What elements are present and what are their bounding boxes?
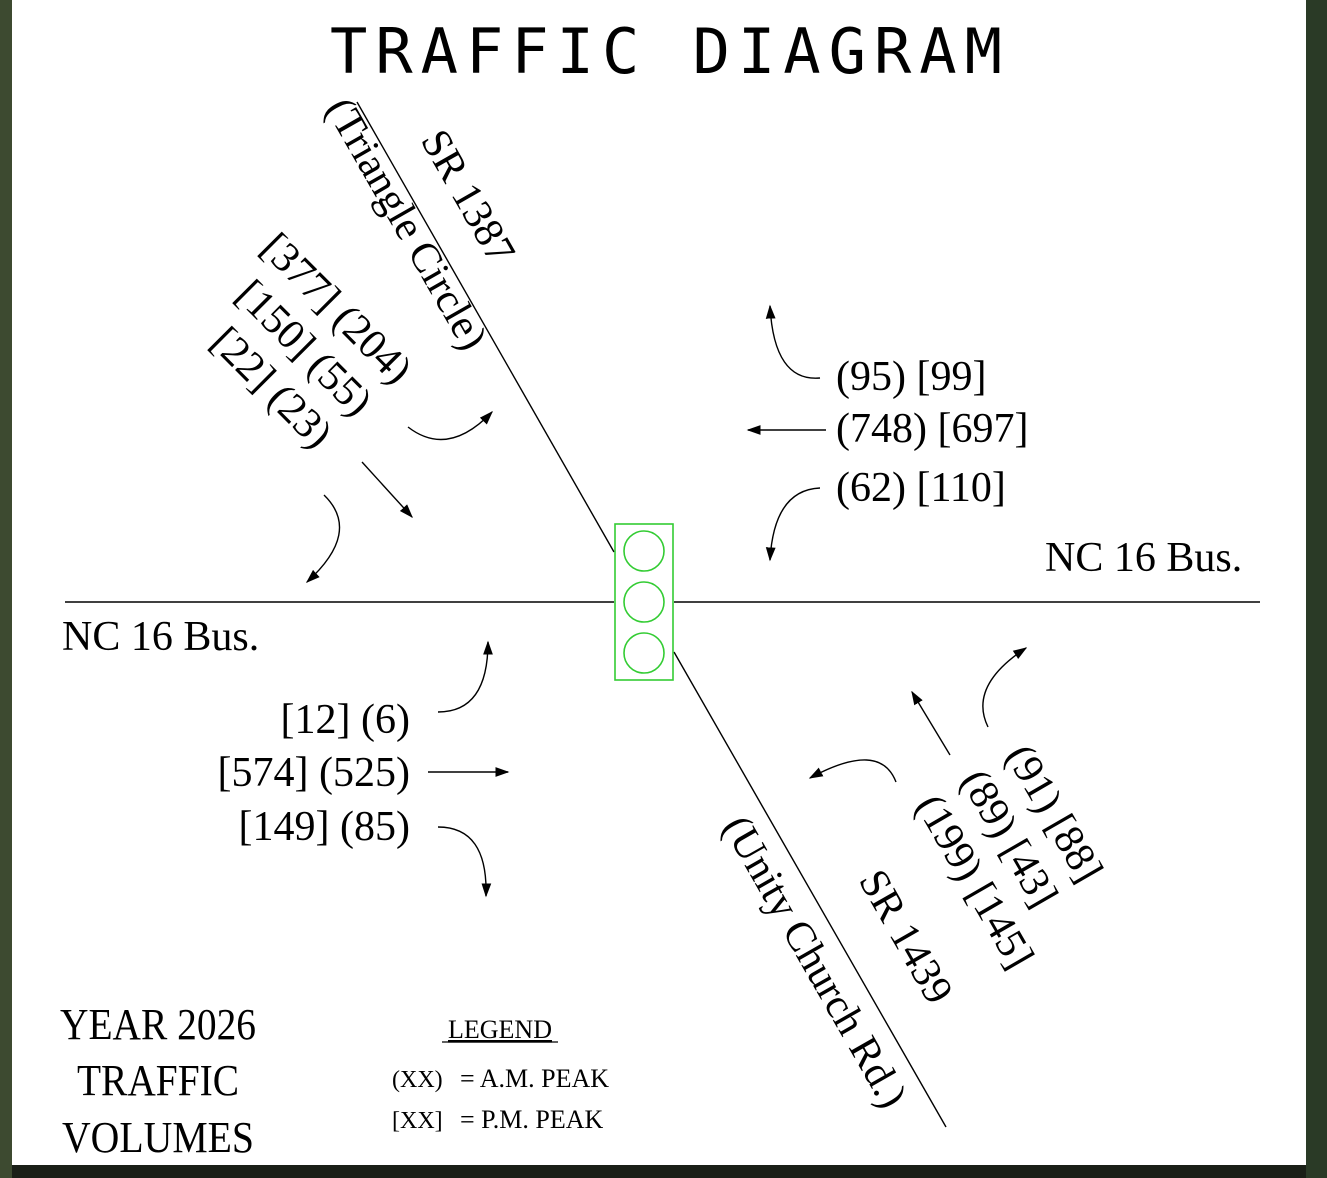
signal-light-top [623,530,665,572]
legend-pm-symbol: [XX] [392,1108,443,1134]
movement-arrows [305,304,1028,898]
signal-light-middle [623,581,665,623]
northwest-road-line [356,101,615,553]
west-volume-through: [574] (525) [218,750,410,796]
west-left-turn-arrow [437,640,493,713]
year-label-line-1: YEAR 2026 [60,1000,256,1049]
legend-pm-text: = P.M. PEAK [460,1105,603,1134]
right-border-strip [1306,0,1327,1178]
east-volume-labels: (95) [99] (748) [697] (62) [110] [836,354,1028,511]
year-label: YEAR 2026 TRAFFIC VOLUMES [60,1000,256,1162]
road-label-east: NC 16 Bus. [1045,535,1242,581]
east-volume-through: (748) [697] [836,406,1028,452]
northwest-through-arrow [361,461,413,519]
legend-heading: LEGEND [448,1015,552,1044]
legend-am-text: = A.M. PEAK [460,1064,609,1093]
signal-light-bottom [623,632,665,674]
southeast-right-turn-arrow [982,647,1028,728]
road-lines [65,101,1260,1128]
southeast-road-line [673,651,947,1128]
southeast-through-arrow [911,690,951,756]
northwest-volume-labels: [377] (204) [150] (55) [22] (23) [202,225,421,458]
east-right-turn-arrow [765,304,821,379]
road-label-west: NC 16 Bus. [62,614,259,660]
diagram-title: TRAFFIC DIAGRAM [330,15,1010,88]
west-volume-left-turn: [12] (6) [281,697,410,743]
east-left-turn-arrow [765,487,821,562]
west-volume-labels: [12] (6) [574] (525) [149] (85) [218,697,410,850]
northwest-right-turn-arrow [407,410,493,441]
legend-am-symbol: (XX) [392,1067,443,1093]
east-volume-left-turn: (62) [110] [836,465,1006,511]
west-right-turn-arrow [437,826,492,898]
left-border-strip [0,0,12,1178]
northwest-left-turn-arrow [305,494,341,583]
southeast-left-turn-arrow [808,759,897,783]
east-volume-right-turn: (95) [99] [836,354,986,400]
year-label-line-3: VOLUMES [62,1113,254,1162]
west-volume-right-turn: [149] (85) [239,804,410,850]
legend: LEGEND (XX) = A.M. PEAK [XX] = P.M. PEAK [392,1015,609,1134]
traffic-signal-icon [614,523,674,681]
signal-housing [614,523,674,681]
year-label-line-2: TRAFFIC [77,1056,239,1105]
diagram-paper [12,0,1306,1165]
